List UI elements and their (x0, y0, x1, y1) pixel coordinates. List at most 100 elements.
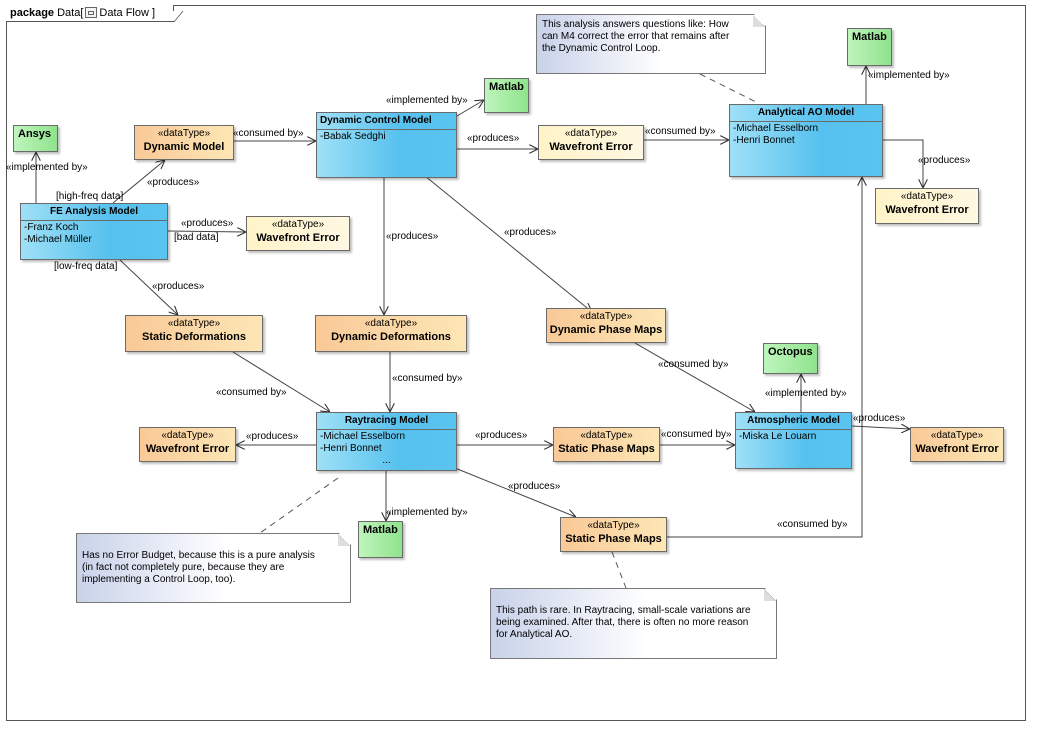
class-attr: ... (382, 455, 391, 466)
note-text: This path is rare. In Raytracing, small-… (496, 605, 751, 640)
datatype-name: Wavefront Error (549, 141, 633, 153)
class-atmospheric-model[interactable]: Atmospheric Model -Miska Le Louarn (735, 412, 852, 469)
class-attr: -Henri Bonnet (320, 443, 382, 454)
datatype-static-deformations[interactable]: «dataType» Static Deformations (125, 315, 263, 352)
label-consumed-by: «consumed by» (216, 387, 287, 398)
edge-dynphase-atm[interactable] (634, 342, 755, 412)
datatype-name: Dynamic Model (143, 141, 225, 153)
note-text: This analysis answers questions like: Ho… (542, 19, 730, 54)
class-name: FE Analysis Model (21, 204, 167, 221)
label-high-freq-data: [high-freq data] (56, 191, 124, 202)
label-produces: «produces» (508, 481, 561, 492)
label-produces: «produces» (853, 413, 906, 424)
label-consumed-by: «consumed by» (645, 126, 716, 137)
datatype-static-phase-maps-2[interactable]: «dataType» Static Phase Maps (560, 517, 667, 552)
label-implemented-by: «implemented by» (6, 162, 88, 173)
stereotype: «dataType» (271, 219, 325, 230)
label-produces: «produces» (467, 133, 520, 144)
tool-octopus[interactable]: Octopus (763, 343, 818, 374)
note-text: Has no Error Budget, because this is a p… (82, 550, 315, 585)
note-anchor-ray (259, 477, 339, 534)
class-attr: -Michael Esselborn (320, 431, 406, 442)
class-name: Analytical AO Model (730, 105, 882, 122)
datatype-dynamic-deformations[interactable]: «dataType» Dynamic Deformations (315, 315, 467, 352)
label-consumed-by: «consumed by» (658, 359, 729, 370)
datatype-name: Dynamic Deformations (331, 331, 451, 343)
class-analytical-ao-model[interactable]: Analytical AO Model -Michael Esselborn-H… (729, 104, 883, 177)
note-analysis-questions[interactable]: This analysis answers questions like: Ho… (536, 14, 766, 74)
stereotype: «dataType» (161, 430, 214, 441)
edge-ray-staticphase2[interactable] (454, 467, 576, 517)
class-attr: -Michael Müller (24, 234, 92, 245)
note-no-error-budget[interactable]: Has no Error Budget, because this is a p… (76, 533, 351, 603)
stereotype: «dataType» (579, 311, 633, 322)
class-dynamic-control-model[interactable]: Dynamic Control Model -Babak Sedghi (316, 112, 457, 178)
stereotype: «dataType» (930, 430, 984, 441)
datatype-wavefront-error-dcm[interactable]: «dataType» Wavefront Error (538, 125, 644, 160)
datatype-dynamic-model[interactable]: «dataType»Dynamic Model (134, 125, 234, 160)
datatype-wavefront-error-ray[interactable]: «dataType»Wavefront Error (139, 427, 236, 462)
label-consumed-by: «consumed by» (392, 373, 463, 384)
class-name: Raytracing Model (317, 413, 456, 430)
label-implemented-by: «implemented by» (868, 70, 950, 81)
label-consumed-by: «consumed by» (777, 519, 848, 530)
package-frame-tab: package Data[Data Flow ] (6, 5, 174, 22)
class-attr: -Henri Bonnet (733, 135, 795, 146)
label-produces: «produces» (918, 155, 971, 166)
edge-fe-dynmodel[interactable] (112, 160, 165, 204)
datatype-name: Wavefront Error (915, 443, 999, 455)
datatype-name: Wavefront Error (256, 232, 340, 244)
note-anchor-aao (699, 73, 759, 104)
stereotype: «dataType» (364, 318, 418, 329)
datatype-name: Dynamic Phase Maps (549, 324, 663, 336)
datatype-name: Static Deformations (142, 331, 246, 343)
stereotype: «dataType» (587, 520, 640, 531)
label-produces: «produces» (246, 431, 299, 442)
label-produces: «produces» (152, 281, 205, 292)
stereotype: «dataType» (580, 430, 633, 441)
datatype-name: Static Phase Maps (565, 533, 662, 545)
frame-name: Data (57, 7, 81, 19)
datatype-wavefront-error-atm[interactable]: «dataType» Wavefront Error (910, 427, 1004, 462)
stereotype: «dataType» (167, 318, 221, 329)
label-implemented-by: «implemented by» (386, 507, 468, 518)
edge-dcm-matlab[interactable] (456, 100, 484, 117)
edge-atm-wfe[interactable] (851, 426, 910, 429)
class-attr: -Michael Esselborn (733, 123, 819, 134)
edge-staticdef-ray[interactable] (232, 351, 330, 412)
datatype-wavefront-error-aao[interactable]: «dataType» Wavefront Error (875, 188, 979, 224)
frame-keyword: package (10, 7, 55, 19)
class-attr: -Babak Sedghi (320, 131, 386, 142)
label-produces: «produces» (475, 430, 528, 441)
data-flow-diagram-icon (85, 6, 98, 18)
label-produces: «produces» (181, 218, 234, 229)
class-attr: -Franz Koch (24, 222, 79, 233)
tool-ansys[interactable]: Ansys (13, 125, 58, 152)
label-consumed-by: «consumed by» (661, 429, 732, 440)
datatype-dynamic-phase-maps[interactable]: «dataType» Dynamic Phase Maps (546, 308, 666, 343)
edge-dcm-dynphase[interactable] (424, 175, 592, 312)
tool-matlab-aao[interactable]: Matlab (847, 28, 892, 66)
tool-matlab-dcm[interactable]: Matlab (484, 78, 529, 113)
diagram-name: Data Flow (99, 7, 149, 19)
stereotype: «dataType» (564, 128, 618, 139)
class-attr: -Miska Le Louarn (739, 431, 817, 442)
edge-fe-wfe[interactable] (167, 231, 246, 232)
datatype-wavefront-error-fe[interactable]: «dataType» Wavefront Error (246, 216, 350, 251)
edge-staticphase2-aao[interactable] (667, 177, 862, 538)
label-consumed-by: «consumed by» (233, 128, 304, 139)
edge-fe-staticdef[interactable] (119, 259, 178, 315)
stereotype: «dataType» (900, 191, 954, 202)
class-fe-analysis-model[interactable]: FE Analysis Model -Franz Koch-Michael Mü… (20, 203, 168, 260)
label-produces: «produces» (504, 227, 557, 238)
datatype-name: Wavefront Error (885, 204, 969, 216)
class-raytracing-model[interactable]: Raytracing Model -Michael Esselborn-Henr… (316, 412, 457, 471)
note-anchor-path (611, 551, 627, 589)
edge-aao-wfe[interactable] (883, 139, 923, 188)
tool-matlab-ray[interactable]: Matlab (358, 521, 403, 558)
datatype-name: Static Phase Maps (558, 443, 655, 455)
datatype-static-phase-maps-1[interactable]: «dataType» Static Phase Maps (553, 427, 660, 462)
note-rare-path[interactable]: This path is rare. In Raytracing, small-… (490, 588, 777, 659)
class-name: Dynamic Control Model (317, 113, 456, 130)
